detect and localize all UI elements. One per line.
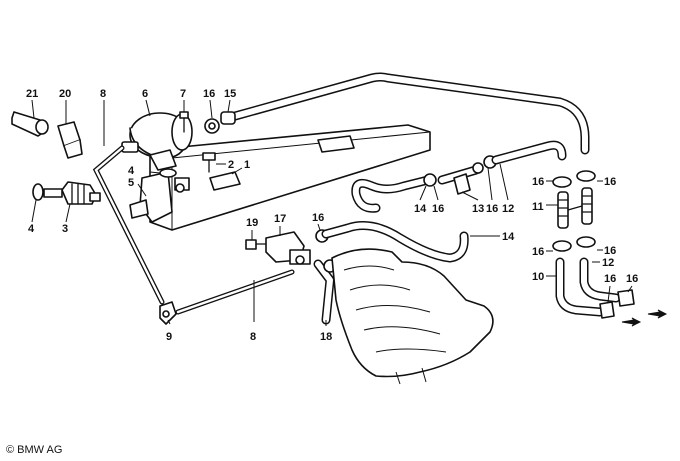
callout-18: 18	[320, 331, 332, 343]
callout-8-lower: 8	[250, 331, 256, 343]
hose-10	[555, 257, 605, 317]
hose-12-lower	[579, 257, 621, 303]
callout-6: 6	[142, 88, 148, 100]
connector-11	[557, 187, 593, 229]
callout-16-regulator: 16	[203, 88, 215, 100]
callout-8-upper: 8	[100, 88, 106, 100]
intake-manifold	[331, 248, 494, 385]
valve-17	[265, 231, 311, 265]
callout-16-valve: 16	[312, 212, 324, 224]
clamp-16j	[617, 289, 635, 307]
clamp-16e	[552, 176, 572, 188]
callout-16-center: 16	[432, 203, 444, 215]
callout-labels: 21 20 8 6 7 16 15 2 1 5 4 4 3 19 17 16 1…	[26, 88, 638, 343]
washer-4	[159, 168, 177, 178]
screw-19	[245, 239, 267, 250]
callout-17: 17	[274, 213, 286, 225]
pressure-regulator	[121, 112, 193, 171]
callout-16-tee: 16	[486, 203, 498, 215]
fuel-rail	[149, 124, 431, 231]
clip-5	[129, 199, 149, 219]
callout-9: 9	[166, 331, 172, 343]
clamp-16g	[552, 240, 572, 252]
callout-11: 11	[532, 201, 544, 213]
hose-12-upper	[491, 140, 567, 165]
clamp-16a	[204, 118, 220, 134]
callout-14-upper: 14	[414, 203, 427, 215]
callout-7: 7	[180, 88, 186, 100]
vacuum-line-8a	[92, 145, 165, 305]
callout-19: 19	[246, 217, 258, 229]
callout-16-right-mid-right: 16	[604, 245, 616, 257]
fitting-9	[159, 301, 177, 325]
callout-12-upper: 12	[502, 203, 514, 215]
leader-lines	[31, 99, 633, 326]
callout-16-right-low-left: 16	[604, 273, 616, 285]
callout-20: 20	[59, 88, 71, 100]
clamp-16h	[576, 236, 596, 248]
o-ring-4	[32, 183, 44, 201]
clamp-16i	[599, 301, 615, 319]
copyright-notice: © BMW AG	[6, 444, 63, 456]
callout-4-oring: 4	[28, 223, 35, 235]
vacuum-line-8b	[175, 269, 295, 315]
callout-5: 5	[128, 177, 134, 189]
callout-2: 2	[228, 159, 234, 171]
callout-16-right-top-right: 16	[604, 176, 616, 188]
hose-14-upper	[351, 173, 437, 213]
callout-21: 21	[26, 88, 38, 100]
callout-10: 10	[532, 271, 544, 283]
injector-3	[43, 181, 101, 205]
callout-15: 15	[224, 88, 236, 100]
clamp-16f	[576, 170, 596, 182]
t-fitting-13	[437, 155, 497, 195]
callout-13: 13	[472, 203, 484, 215]
callout-16-right-top-left: 16	[532, 176, 544, 188]
hose-14	[321, 221, 469, 263]
connector-20	[57, 121, 83, 159]
callout-16-right-low-right: 16	[626, 273, 638, 285]
callout-16-right-mid-left: 16	[532, 246, 544, 258]
flow-arrows	[621, 309, 668, 327]
bolt-2	[202, 152, 216, 173]
callout-1: 1	[244, 159, 250, 171]
callout-14-lower: 14	[502, 231, 515, 243]
callout-3: 3	[62, 223, 68, 235]
cable-plug-21	[11, 111, 49, 137]
callout-12-lower: 12	[602, 257, 614, 269]
callout-4-bracket: 4	[128, 165, 135, 177]
